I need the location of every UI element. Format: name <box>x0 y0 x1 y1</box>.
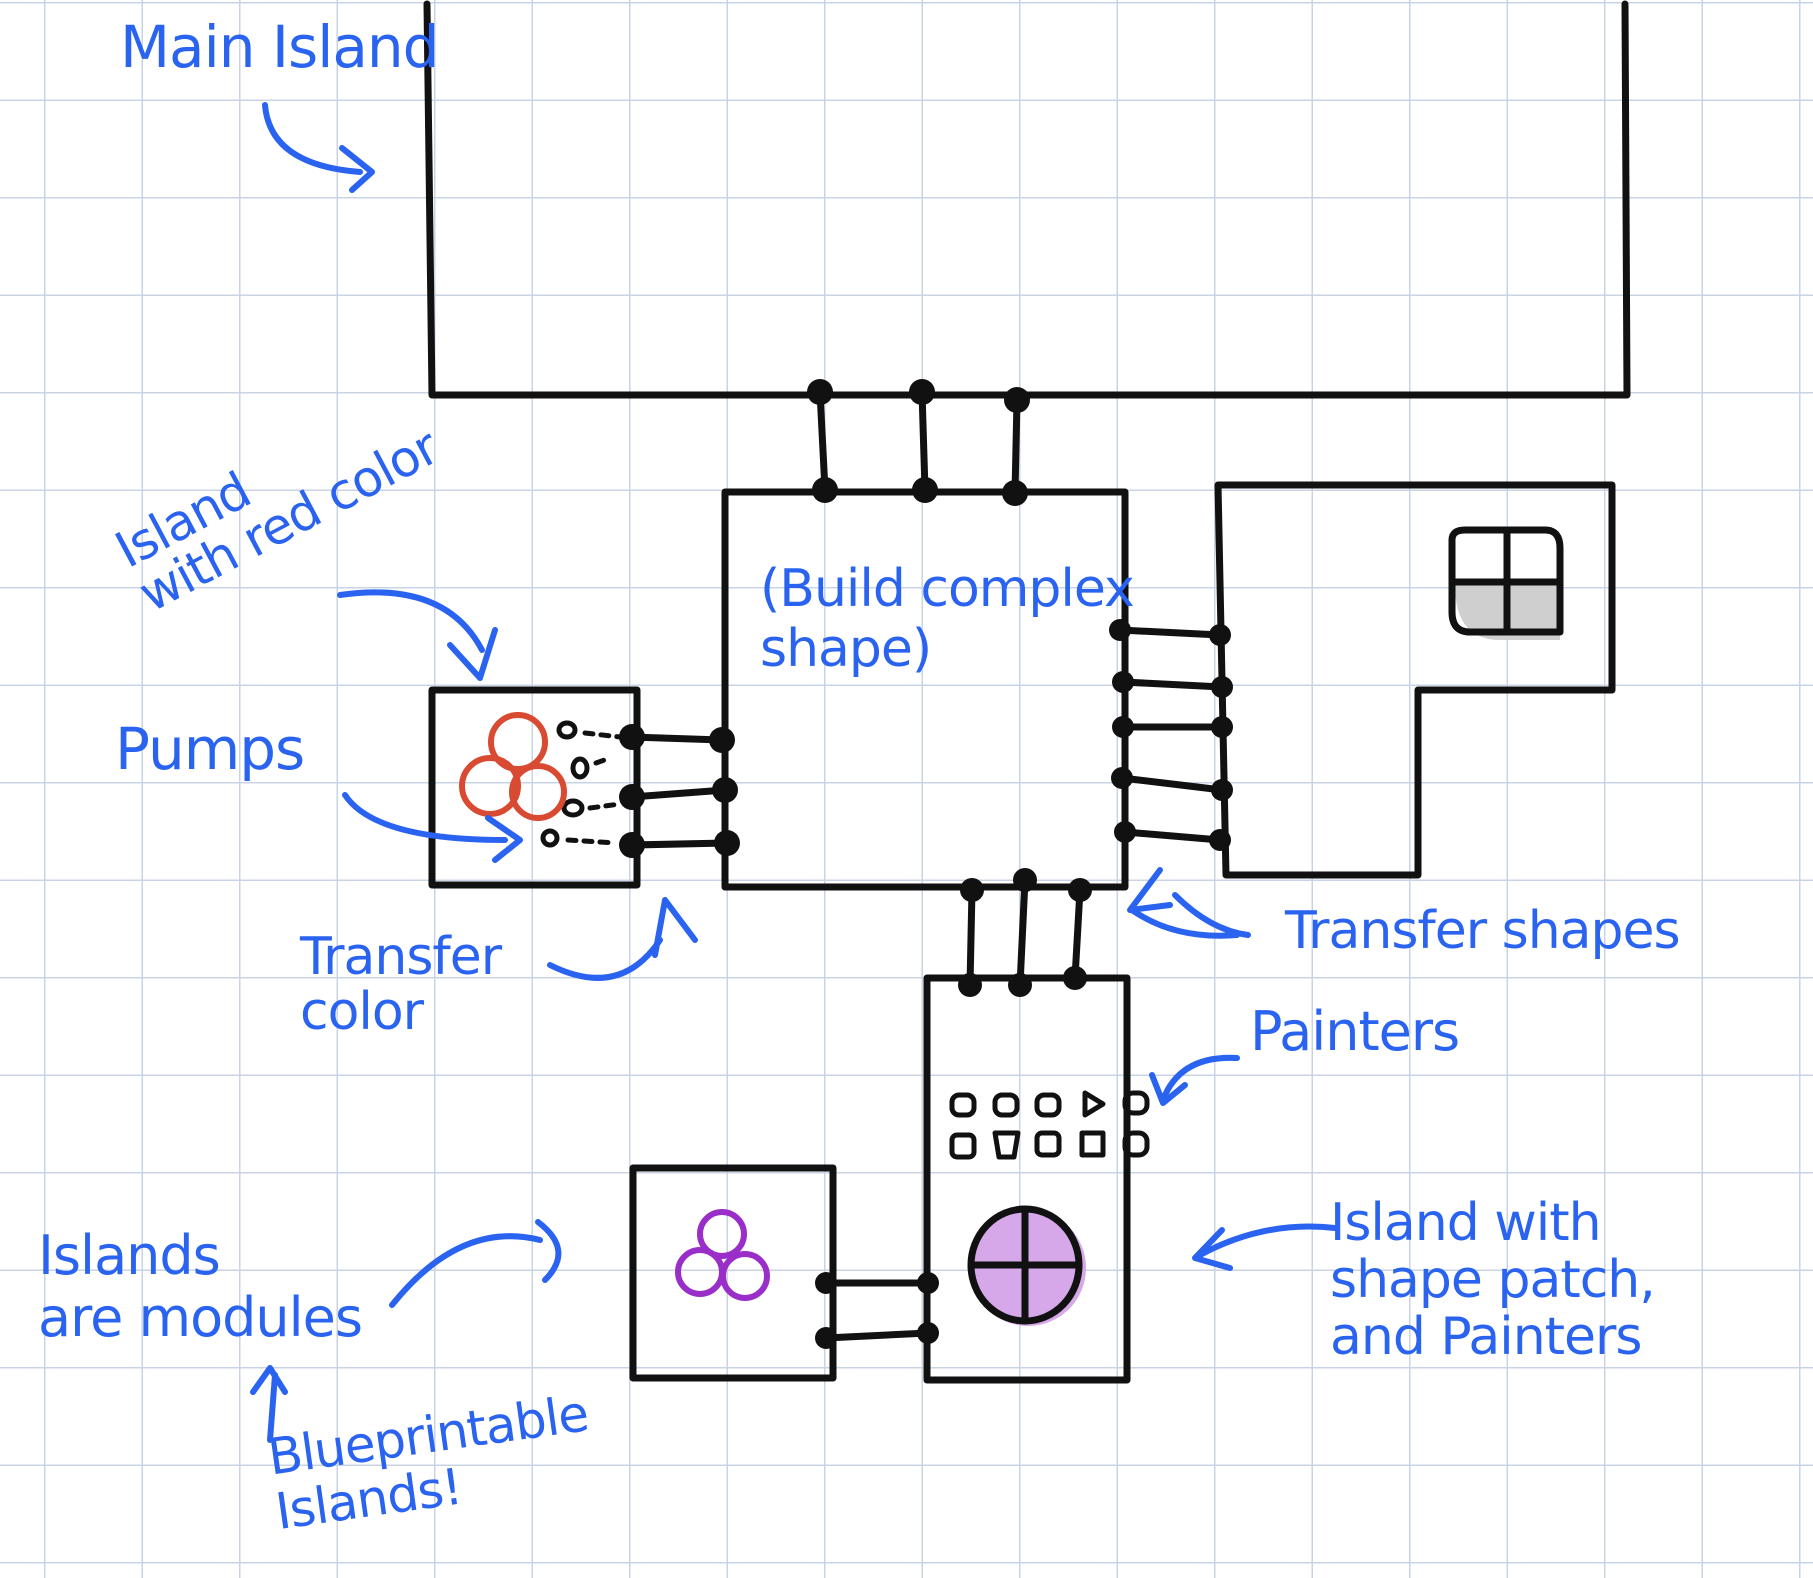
painter-grid-icon <box>949 1090 1150 1160</box>
connector-dots-left <box>619 724 740 858</box>
right-shape-island <box>1214 481 1616 879</box>
quartered-shape-icon <box>1448 526 1564 640</box>
center-to-right-connectors <box>1116 626 1226 844</box>
main-island <box>423 0 1631 399</box>
label-build-complex-shape: (Build complex shape) <box>760 559 1135 679</box>
label-painters: Painters <box>1250 1000 1460 1063</box>
main-to-center-connectors <box>816 388 1021 497</box>
label-pumps: Pumps <box>115 715 305 783</box>
red-color-blob-icon <box>459 712 567 821</box>
purple-quartered-circle-icon <box>967 1205 1086 1326</box>
pumps-group <box>540 720 623 848</box>
purple-color-blob-icon <box>675 1209 770 1301</box>
center-to-bottom-connectors <box>966 876 1084 989</box>
red-to-center-connectors <box>628 733 731 849</box>
label-transfer-shapes: Transfer shapes <box>1285 901 1681 961</box>
purple-to-painter-connectors <box>822 1279 932 1342</box>
label-islands-are-modules: Islands are modules <box>38 1224 363 1350</box>
painter-island <box>923 974 1131 1384</box>
purple-color-island <box>629 1164 837 1382</box>
center-island <box>721 488 1129 891</box>
connector-dots-bottom-left <box>815 1272 939 1349</box>
connector-dots-bottom <box>958 868 1092 997</box>
label-main-island: Main Island <box>120 13 439 81</box>
arrow-icon <box>250 102 1338 1443</box>
label-island-shape-patch-painters: Island with shape patch, and Painters <box>1330 1193 1656 1368</box>
label-transfer-color: Transfer color <box>300 927 502 1042</box>
connector-dots-right <box>1109 619 1233 851</box>
